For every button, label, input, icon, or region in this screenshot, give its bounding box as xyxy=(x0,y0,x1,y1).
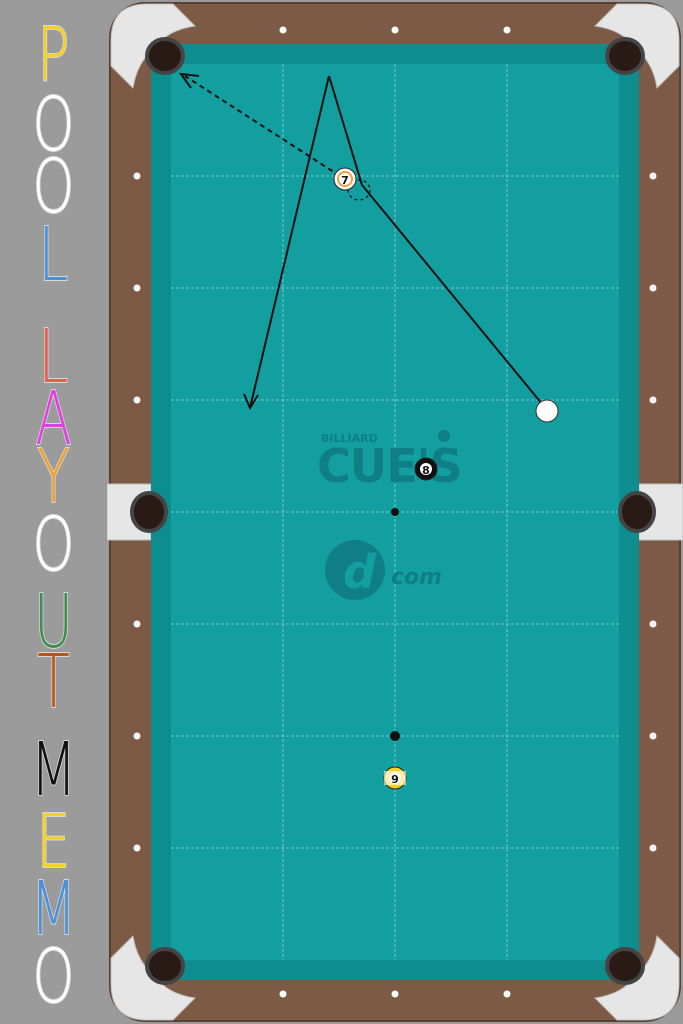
diamond-marker-icon xyxy=(649,732,657,740)
diamond-marker-icon xyxy=(133,732,141,740)
pockets xyxy=(130,37,656,985)
title-letter: O xyxy=(32,82,75,168)
title-letter: O xyxy=(32,144,75,230)
diamond-marker-icon xyxy=(133,172,141,180)
cue-path-line xyxy=(328,75,363,186)
title-strip xyxy=(0,0,107,1024)
title-letter: L xyxy=(38,212,69,298)
title-letter: M xyxy=(30,727,77,813)
ball-7: 7 xyxy=(333,167,357,191)
ball-9: 9 xyxy=(383,766,407,790)
title-letter: L xyxy=(38,314,69,400)
cue-ball xyxy=(535,399,559,423)
spot-icon xyxy=(390,731,400,741)
title-letter: U xyxy=(33,579,73,665)
cue-path-line xyxy=(249,75,330,409)
logo-com-text: com xyxy=(391,565,442,590)
object-ball-path-line xyxy=(184,75,341,177)
ball-9-label: 9 xyxy=(391,773,399,786)
title-letter: E xyxy=(36,799,71,885)
diamond-marker-icon xyxy=(503,26,511,34)
diamond-marker-icon xyxy=(649,284,657,292)
title-letter: O xyxy=(32,502,75,588)
diamond-marker-icon xyxy=(391,990,399,998)
title-letter: Y xyxy=(37,434,71,520)
logo-d-letter: d xyxy=(343,545,377,599)
title-letter: O xyxy=(32,934,75,1020)
shot-paths xyxy=(178,72,548,411)
diamond-marker-icon xyxy=(279,990,287,998)
logo-top-text: BILLIARD xyxy=(321,432,378,445)
title-letter: A xyxy=(35,376,73,462)
pocket-icon xyxy=(618,491,656,533)
title-letter: T xyxy=(37,639,71,725)
diamond-marker-icon xyxy=(649,844,657,852)
pocket-icon xyxy=(605,947,645,985)
diamond-marker-icon xyxy=(133,284,141,292)
arrow-head-icon xyxy=(243,393,259,411)
diamond-marker-icon xyxy=(133,396,141,404)
ball-8-label: 8 xyxy=(422,464,430,477)
pocket-icon xyxy=(145,37,185,75)
logo-main-text: CUE'S xyxy=(317,439,462,493)
diamond-marker-icon xyxy=(649,620,657,628)
title-letter: M xyxy=(30,866,77,952)
ball-7-label: 7 xyxy=(341,174,349,187)
logo-d-mark-icon xyxy=(325,540,385,600)
cue-path-line xyxy=(361,184,548,411)
pocket-icon xyxy=(605,37,645,75)
title-letter: P xyxy=(37,12,71,98)
spot-icon xyxy=(391,508,399,516)
pocket-icon xyxy=(145,947,185,985)
diamond-marker-icon xyxy=(649,172,657,180)
diamond-marker-icon xyxy=(133,620,141,628)
diamond-marker-icon xyxy=(503,990,511,998)
rail-diamonds xyxy=(133,26,657,998)
diamond-marker-icon xyxy=(649,396,657,404)
diamond-marker-icon xyxy=(279,26,287,34)
pocket-icon xyxy=(130,491,168,533)
diamond-marker-icon xyxy=(391,26,399,34)
billiard-cues-logo: BILLIARD CUE'S d com xyxy=(317,430,463,600)
diamond-marker-icon xyxy=(133,844,141,852)
arrow-head-icon xyxy=(178,72,200,89)
ball-8: 8 xyxy=(414,457,438,481)
pool-table: BILLIARD CUE'S d com 7 8 9 xyxy=(107,2,683,1022)
logo-dot-icon xyxy=(438,430,450,442)
